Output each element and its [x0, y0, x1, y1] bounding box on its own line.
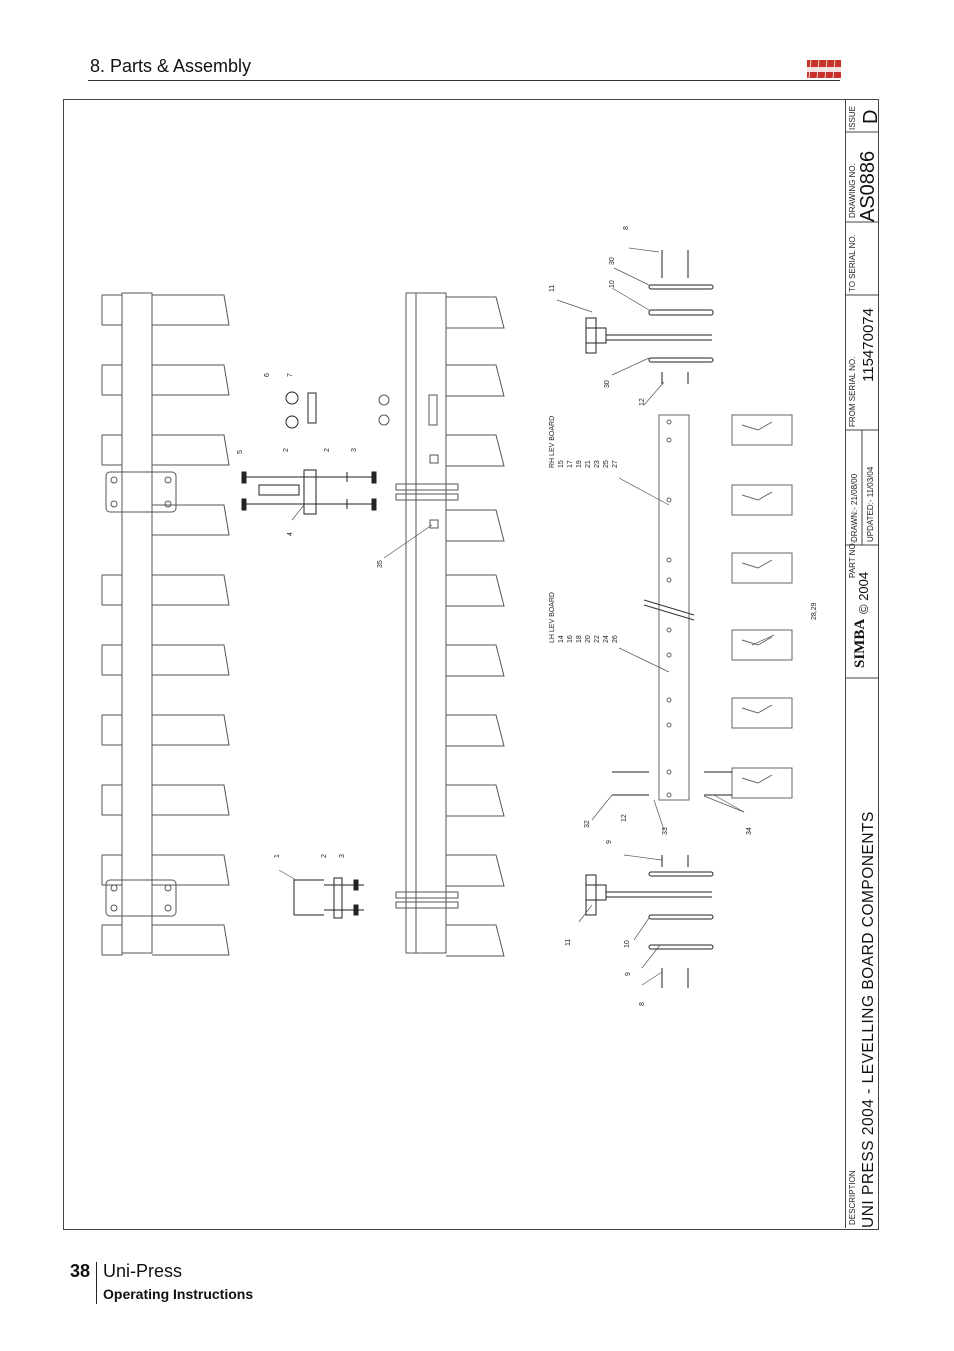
description-title: UNI PRESS 2004 - LEVELLING BOARD COMPONE…	[860, 811, 877, 1228]
from-serial-value: 115470074	[860, 308, 877, 382]
drawing-frame	[63, 99, 879, 1230]
callout-2: 2	[283, 448, 290, 452]
lh-part: 16	[567, 635, 574, 643]
section-title: 8. Parts & Assembly	[90, 56, 252, 76]
rh-part: 23	[594, 460, 601, 468]
exploded-drawing: 1 2 3 2 2 3 4 5 6 7 35 8 30 10 11 30 12 …	[101, 226, 818, 1006]
callout-7: 7	[287, 373, 294, 377]
leader-lines	[278, 247, 775, 986]
lh-board-label: LH LEV BOARD	[549, 592, 556, 643]
rh-board-label: RH LEV BOARD	[549, 416, 556, 468]
assembled-board-left	[101, 292, 230, 956]
lh-part: 24	[603, 635, 610, 643]
callout-34: 34	[746, 827, 753, 835]
levelling-board	[643, 414, 695, 801]
callout-28-29: 28,29	[811, 602, 818, 620]
callout-33: 33	[662, 827, 669, 835]
lh-part: 18	[576, 635, 583, 643]
callout-11: 11	[549, 285, 556, 292]
callout-10: 10	[624, 940, 631, 948]
page-number: 38	[70, 1261, 91, 1281]
callout-8: 8	[639, 1002, 646, 1006]
callout-8: 8	[623, 226, 630, 230]
from-serial-label: FROM SERIAL NO.	[848, 356, 857, 427]
lh-part: 22	[594, 635, 601, 643]
callout-5: 5	[237, 450, 244, 454]
callout-32: 32	[584, 820, 591, 828]
callout-6: 6	[264, 373, 271, 377]
callout-30: 30	[604, 380, 611, 388]
assembled-board-center	[378, 292, 505, 957]
title-block-grid	[845, 131, 879, 679]
callout-10: 10	[609, 280, 616, 288]
drawn-date: DRAWN:- 21/08/00	[850, 473, 859, 542]
callout-35: 35	[377, 560, 384, 568]
callout-30: 30	[609, 257, 616, 265]
u-bracket	[293, 877, 364, 919]
lh-part: 20	[585, 635, 592, 643]
description-label: DESCRIPTION	[848, 1170, 857, 1225]
callout-9: 9	[606, 840, 613, 844]
rh-part: 21	[585, 460, 592, 468]
rh-part: 17	[567, 460, 574, 468]
rh-part: 25	[603, 460, 610, 468]
manual-subtitle: Operating Instructions	[103, 1286, 254, 1302]
issue-value: D	[860, 109, 882, 124]
issue-label: ISSUE	[848, 105, 857, 130]
drawing-number: AS0886	[857, 150, 879, 222]
tines	[731, 414, 793, 799]
callout-3: 3	[339, 854, 346, 858]
footer-divider	[96, 1262, 97, 1304]
callout-2: 2	[321, 854, 328, 858]
hinge-bolts	[241, 391, 377, 515]
header-rule	[88, 80, 840, 81]
callout-12: 12	[621, 814, 628, 822]
callout-12: 12	[639, 398, 646, 406]
to-serial-label: TO SERIAL NO.	[848, 234, 857, 292]
callout-3: 3	[351, 448, 358, 452]
simba-brand: SIMBA	[852, 618, 868, 668]
callout-9: 9	[625, 972, 632, 976]
callout-1: 1	[274, 854, 281, 858]
callout-11: 11	[565, 939, 572, 946]
copyright: © 2004	[856, 571, 871, 614]
callout-2: 2	[324, 448, 331, 452]
lh-part: 14	[558, 635, 565, 643]
callout-4: 4	[287, 532, 294, 536]
rh-part: 19	[576, 460, 583, 468]
updated-date: UPDATED:- 11/03/04	[866, 466, 875, 542]
drawing-no-label: DRAWING NO.	[848, 163, 857, 218]
rh-part: 15	[558, 460, 565, 468]
title-block-divider	[845, 100, 846, 1228]
product-name: Uni-Press	[103, 1261, 183, 1281]
lh-part: 26	[612, 635, 619, 643]
rh-part: 27	[612, 460, 619, 468]
mount-bottom	[585, 771, 732, 988]
mount-top	[585, 250, 714, 384]
simba-logo	[807, 59, 841, 79]
